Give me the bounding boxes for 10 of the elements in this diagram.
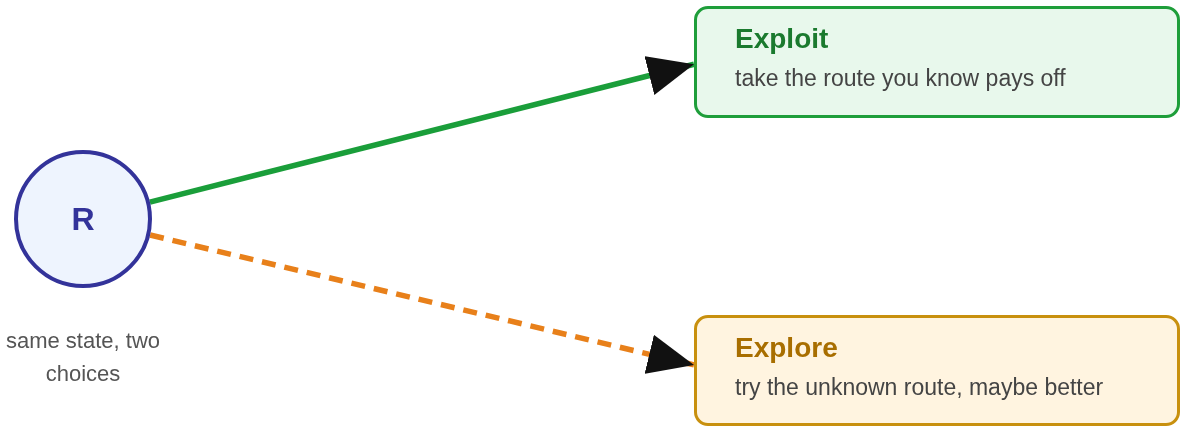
option-title: Explore [735,332,838,364]
arrow [149,56,695,205]
option-card [694,315,1180,426]
state-caption: same state, two choices [4,327,162,388]
option-title: Exploit [735,23,829,55]
option-description: try the unknown route, maybe better [735,374,1104,401]
dashed-arrow [149,232,695,374]
option-card [694,6,1180,118]
state-label: R [71,200,95,238]
option-description: take the route you know pays off [735,65,1066,92]
